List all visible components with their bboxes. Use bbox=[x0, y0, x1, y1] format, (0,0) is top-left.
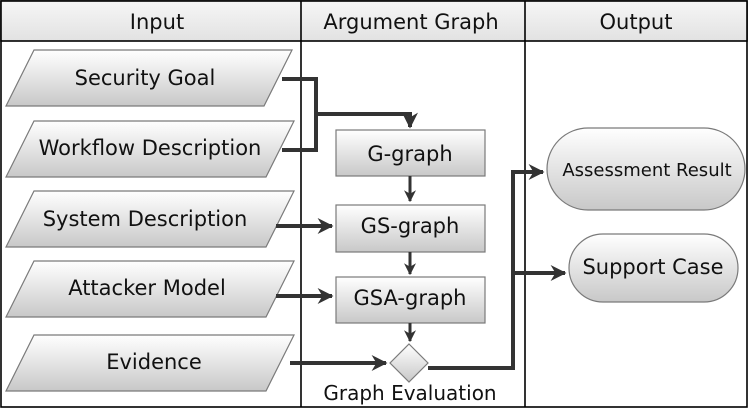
g-graph-label: G-graph bbox=[367, 142, 452, 166]
input-system-description-label: System Description bbox=[43, 207, 248, 231]
output-support-case-label: Support Case bbox=[582, 255, 723, 279]
gsa-graph-box: GSA-graph bbox=[335, 276, 486, 324]
input-system-description: System Description bbox=[5, 190, 295, 248]
output-assessment-result: Assessment Result bbox=[546, 127, 746, 211]
input-security-goal: Security Goal bbox=[5, 49, 293, 107]
graph-evaluation-label: Graph Evaluation bbox=[323, 381, 496, 405]
input-attacker-model-label: Attacker Model bbox=[68, 276, 226, 300]
connector-workflow-description bbox=[282, 114, 318, 152]
input-workflow-description: Workflow Description bbox=[5, 120, 295, 178]
connector-security-goal bbox=[282, 77, 318, 114]
input-workflow-description-label: Workflow Description bbox=[39, 136, 262, 160]
lane-header-input: Input bbox=[130, 10, 184, 34]
connector-evaluation-to-outputs bbox=[428, 164, 545, 370]
connector-inputs-to-g-graph bbox=[316, 112, 418, 129]
lane-header-argument-graph: Argument Graph bbox=[323, 10, 498, 34]
lane-header-output: Output bbox=[600, 10, 673, 34]
gs-graph-box: GS-graph bbox=[335, 204, 486, 253]
output-support-case: Support Case bbox=[568, 233, 739, 303]
g-graph-box: G-graph bbox=[335, 129, 486, 177]
lane-header-bar bbox=[0, 0, 748, 42]
graph-evaluation-diamond bbox=[389, 343, 429, 383]
input-security-goal-label: Security Goal bbox=[75, 66, 216, 90]
input-evidence: Evidence bbox=[5, 334, 295, 392]
input-evidence-label: Evidence bbox=[106, 350, 202, 374]
input-attacker-model: Attacker Model bbox=[5, 260, 295, 318]
gs-graph-label: GS-graph bbox=[361, 214, 460, 238]
output-assessment-result-label: Assessment Result bbox=[562, 160, 731, 181]
gsa-graph-label: GSA-graph bbox=[354, 286, 467, 310]
